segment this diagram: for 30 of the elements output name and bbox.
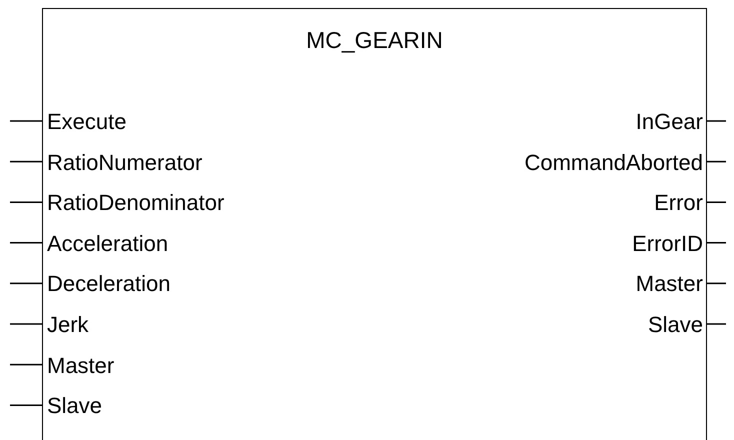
pin-line: [707, 120, 726, 122]
pin-label: Jerk: [43, 310, 89, 340]
pin-line: [707, 242, 726, 244]
pin-label: Deceleration: [43, 269, 171, 300]
pin-line: [10, 201, 42, 203]
pin-line: [10, 160, 42, 162]
pin-line: [10, 120, 42, 122]
pin-label: Master: [636, 269, 706, 300]
pin-line: [707, 323, 726, 325]
pin-line: [10, 242, 42, 244]
pin-label: Slave: [43, 391, 102, 422]
pin-line: [707, 201, 726, 203]
block-title: MC_GEARIN: [305, 27, 444, 54]
pin-label: RatioNumerator: [43, 148, 202, 178]
pin-label: Acceleration: [43, 228, 168, 259]
function-block: [42, 8, 707, 440]
pin-label: InGear: [636, 107, 706, 137]
pin-line: [707, 282, 726, 284]
pin-line: [10, 364, 42, 366]
pin-label: RatioDenominator: [43, 188, 224, 218]
pin-line: [707, 160, 726, 162]
pin-label: ErrorID: [632, 228, 706, 259]
pin-line: [10, 404, 42, 406]
pin-label: CommandAborted: [524, 148, 706, 178]
pin-label: Master: [43, 350, 114, 381]
pin-label: Slave: [648, 310, 706, 340]
pin-line: [10, 282, 42, 284]
pin-label: Execute: [43, 107, 126, 137]
pin-label: Error: [654, 188, 706, 218]
pin-line: [10, 323, 42, 325]
